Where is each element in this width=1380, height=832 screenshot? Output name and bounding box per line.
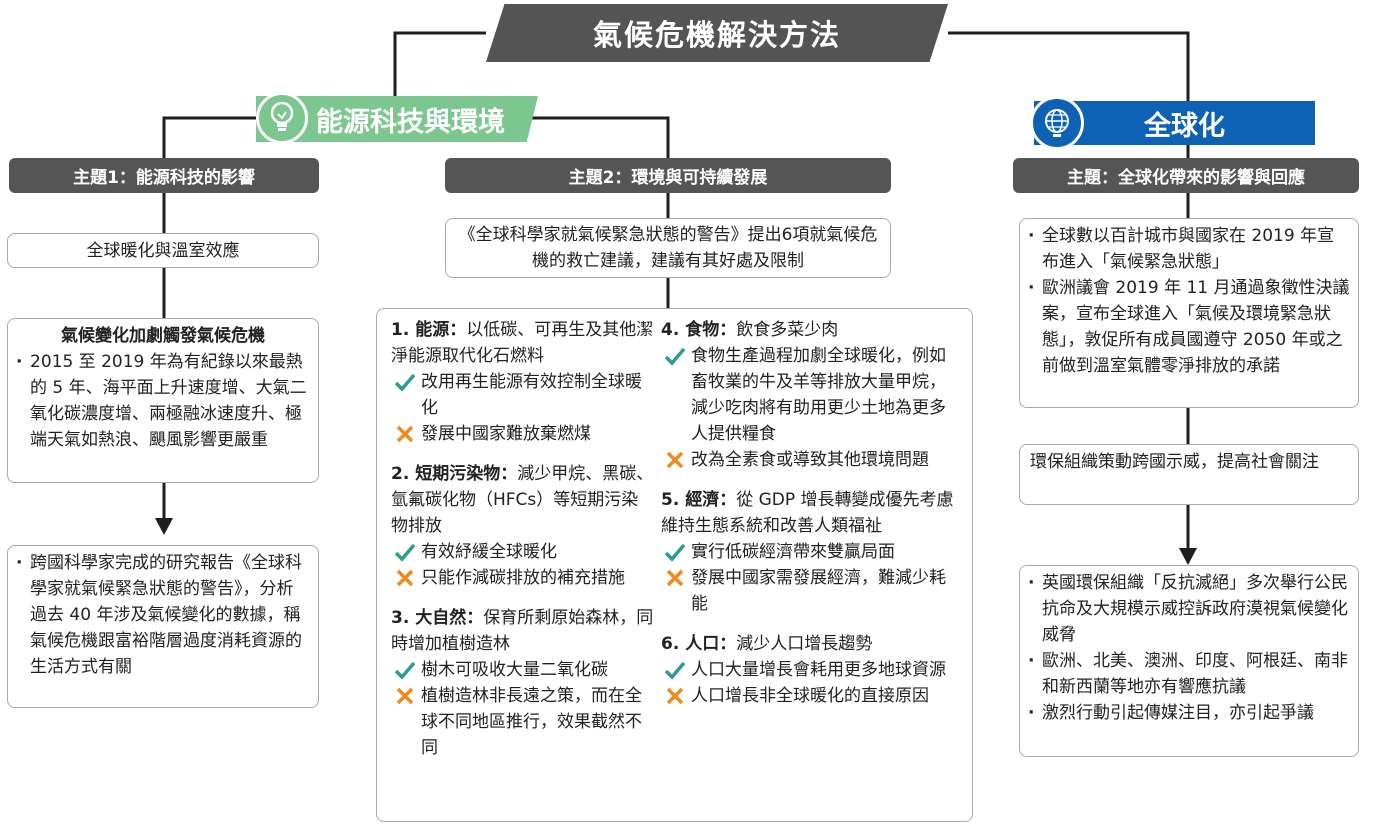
check-icon — [394, 661, 416, 680]
cross-icon — [396, 425, 414, 443]
check-icon — [664, 661, 686, 680]
measures-column-left: 1. 能源：以低碳、可再生及其他潔淨能源取代化石燃料 改用再生能源有效控制全球暖… — [391, 317, 654, 775]
measure-pros: 改用再生能源有效控制全球暖化 — [421, 372, 642, 418]
measure-pros: 實行低碳經濟帶來雙贏局面 — [691, 542, 895, 562]
cross-icon — [666, 451, 684, 469]
topic3-header: 主題：全球化帶來的影響與回應 — [1013, 158, 1359, 193]
measure-head: 2. 短期污染物： — [391, 464, 518, 484]
measure-desc: 飲食多菜少肉 — [736, 320, 839, 340]
topic2-header: 主題2：環境與可持續發展 — [445, 158, 891, 193]
measure-economy: 5. 經濟：從 GDP 增長轉變成優先考慮維持生態系統和改善人類福祉 實行低碳經… — [661, 487, 961, 617]
climate-emergency-bullet: 歐洲議會 2019 年 11 月通過象徵性決議案，宣布全球進入「氣候及環境緊急狀… — [1028, 275, 1350, 379]
measure-pros: 食物生產過程加劇全球暖化，例如畜牧業的牛及羊等排放大量甲烷，減少吃肉將有助用更少… — [691, 346, 946, 444]
measure-desc: 減少人口增長趨勢 — [736, 634, 873, 654]
climate-emergency-box: 全球數以百計城市與國家在 2019 年宣布進入「氣候緊急狀態」 歐洲議會 201… — [1019, 218, 1359, 408]
protest-bullet: 激烈行動引起傳媒注目，亦引起爭議 — [1028, 700, 1350, 726]
measure-head: 4. 食物： — [661, 320, 737, 340]
measure-energy: 1. 能源：以低碳、可再生及其他潔淨能源取代化石燃料 改用再生能源有效控制全球暖… — [391, 317, 654, 447]
measure-cons: 植樹造林非長遠之策，而在全球不同地區推行，效果截然不同 — [421, 686, 642, 758]
lightbulb-icon — [256, 92, 308, 144]
category-label: 全球化 — [1144, 110, 1225, 142]
measures-box: 1. 能源：以低碳、可再生及其他潔淨能源取代化石燃料 改用再生能源有效控制全球暖… — [376, 308, 973, 822]
check-icon — [394, 373, 416, 392]
measure-cons: 人口增長非全球暖化的直接原因 — [691, 686, 929, 706]
measure-head: 1. 能源： — [391, 320, 467, 340]
measure-desc: 以低碳、可再生及其他潔淨能源取代化石燃料 — [391, 320, 654, 366]
category-label: 能源科技與環境 — [316, 106, 505, 138]
measure-desc: 從 GDP 增長轉變成優先考慮維持生態系統和改善人類福祉 — [661, 490, 954, 536]
warning-intro-box: 《全球科學家就氣候緊急狀態的警告》提出6項就氣候危機的救亡建議，建議有其好處及限… — [445, 218, 891, 278]
cross-icon — [666, 569, 684, 587]
measure-cons: 發展中國家難放棄燃煤 — [421, 424, 591, 444]
measure-food: 4. 食物：飲食多菜少肉 食物生產過程加劇全球暖化，例如畜牧業的牛及羊等排放大量… — [661, 317, 961, 473]
cross-icon — [396, 569, 414, 587]
measure-cons: 發展中國家需發展經濟，難減少耗能 — [691, 568, 946, 614]
measure-cons: 只能作減碳排放的補充措施 — [421, 568, 625, 588]
check-icon — [664, 347, 686, 366]
measure-desc: 減少甲烷、黑碳、氫氟碳化物（HFCs）等短期污染物排放 — [391, 464, 654, 536]
climate-crisis-box: 氣候變化加劇觸發氣候危機 2015 至 2019 年為有紀錄以來最熱的 5 年、… — [7, 318, 319, 483]
topic1-header: 主題1：能源科技的影響 — [9, 158, 319, 193]
scientists-report-bullet: 跨國科學家完成的研究報告《全球科學家就氣候緊急狀態的警告》，分析過去 40 年涉… — [16, 550, 310, 680]
measure-desc: 保育所剩原始森林，同時增加植樹造林 — [391, 608, 654, 654]
protest-bullet: 歐洲、北美、澳洲、印度、阿根廷、南非和新西蘭等地亦有響應抗議 — [1028, 648, 1350, 700]
protest-box: 環保組織策動跨國示威，提高社會關注 — [1019, 444, 1359, 505]
measure-head: 6. 人口： — [661, 634, 737, 654]
measure-pros: 有效紓緩全球暖化 — [421, 542, 557, 562]
climate-crisis-heading: 氣候變化加劇觸發氣候危機 — [61, 326, 265, 346]
measure-cons: 改為全素食或導致其他環境問題 — [691, 450, 929, 470]
check-icon — [394, 543, 416, 562]
cross-icon — [396, 687, 414, 705]
check-icon — [664, 543, 686, 562]
globe-icon — [1030, 96, 1084, 150]
climate-emergency-bullet: 全球數以百計城市與國家在 2019 年宣布進入「氣候緊急狀態」 — [1028, 223, 1350, 275]
measure-nature: 3. 大自然：保育所剩原始森林，同時增加植樹造林 樹木可吸收大量二氧化碳 植樹造… — [391, 605, 654, 761]
climate-crisis-bullet: 2015 至 2019 年為有紀錄以來最熱的 5 年、海平面上升速度增、大氣二氧… — [16, 349, 310, 453]
cross-icon — [666, 687, 684, 705]
global-warming-box: 全球暖化與溫室效應 — [7, 233, 319, 268]
measure-pros: 樹木可吸收大量二氧化碳 — [421, 660, 608, 680]
measures-column-right: 4. 食物：飲食多菜少肉 食物生產過程加劇全球暖化，例如畜牧業的牛及羊等排放大量… — [661, 317, 961, 723]
measure-pros: 人口大量增長會耗用更多地球資源 — [691, 660, 946, 680]
extinction-rebellion-box: 英國環保組織「反抗滅絕」多次舉行公民抗命及大規模示威控訴政府漠視氣候變化威脅 歐… — [1019, 565, 1359, 757]
diagram-title: 氣候危機解決方法 — [486, 4, 948, 62]
measure-head: 5. 經濟： — [661, 490, 737, 510]
scientists-report-box: 跨國科學家完成的研究報告《全球科學家就氣候緊急狀態的警告》，分析過去 40 年涉… — [7, 545, 319, 708]
protest-bullet: 英國環保組織「反抗滅絕」多次舉行公民抗命及大規模示威控訴政府漠視氣候變化威脅 — [1028, 570, 1350, 648]
measure-population: 6. 人口：減少人口增長趨勢 人口大量增長會耗用更多地球資源 人口增長非全球暖化… — [661, 631, 961, 709]
measure-head: 3. 大自然： — [391, 608, 484, 628]
measure-short-term-pollutants: 2. 短期污染物：減少甲烷、黑碳、氫氟碳化物（HFCs）等短期污染物排放 有效紓… — [391, 461, 654, 591]
